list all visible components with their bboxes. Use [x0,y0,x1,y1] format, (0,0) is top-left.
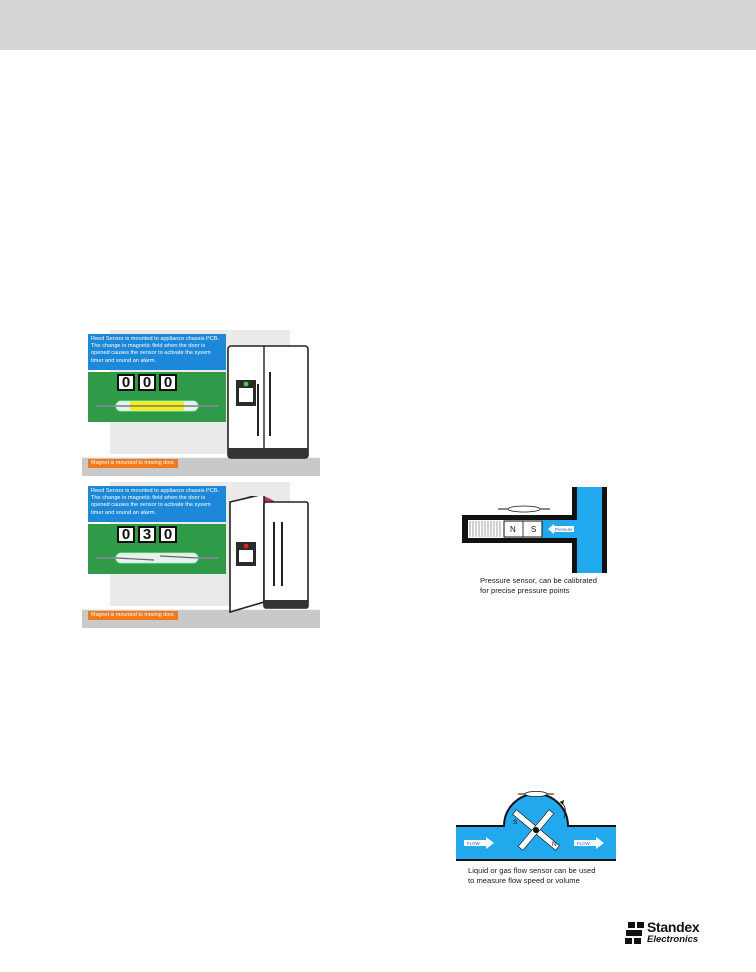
reed-switch-open [96,552,218,564]
flow-right-label: FLOW [577,841,591,846]
magnet-label: Magnet is mounted to moving door. [88,611,179,620]
rotor-n-label: N [552,841,557,848]
logo-word-standex: Standex [647,919,700,935]
pressure-arrow-label: Pressure [555,527,573,532]
counter-digit: 0 [138,374,156,391]
pressure-sensor-diagram: N S Pressure [462,487,607,573]
fridge-closed-icon [227,345,309,459]
reed-sensor-note: Reed Sensor is mounted to appliance chas… [88,486,226,522]
timer-counter: 0 3 0 [117,526,177,543]
counter-digit: 0 [117,526,135,543]
rotor-s-label: S [513,819,518,826]
counter-digit: 0 [159,526,177,543]
flow-caption: Liquid or gas flow sensor can be used to… [468,866,596,885]
flow-left-label: FLOW [467,841,481,846]
flow-sensor-diagram: S N FLOW FLOW [456,791,616,861]
standex-logo: Standex Electronics [625,920,715,948]
reed-switch-closed [96,400,218,412]
sensor-board: 0 0 0 [88,372,226,422]
reed-sensor-note: Reed Sensor is mounted to appliance chas… [88,334,226,370]
standex-mark-icon [625,922,644,944]
magnet-label: Magnet is mounted to moving door. [88,459,179,468]
pressure-caption-line: Pressure sensor, can be calibrated [480,576,597,585]
header-band [0,0,756,50]
door-closed-panel: Reed Sensor is mounted to appliance chas… [82,330,320,476]
counter-digit: 0 [159,374,177,391]
magnet-s-label: S [531,525,536,534]
magnet-n-label: N [510,525,516,534]
fridge-open-icon [229,496,309,614]
pressure-caption: Pressure sensor, can be calibrated for p… [480,576,597,595]
sensor-board: 0 3 0 [88,524,226,574]
flow-caption-line: to measure flow speed or volume [468,875,580,885]
logo-word-electronics: Electronics [647,934,699,945]
timer-counter: 0 0 0 [117,374,177,391]
counter-digit: 3 [138,526,156,543]
flow-caption-line: Liquid or gas flow sensor can be used [468,866,596,875]
pressure-caption-line: for precise pressure points [480,585,570,595]
door-open-panel: Reed Sensor is mounted to appliance chas… [82,482,320,628]
counter-digit: 0 [117,374,135,391]
